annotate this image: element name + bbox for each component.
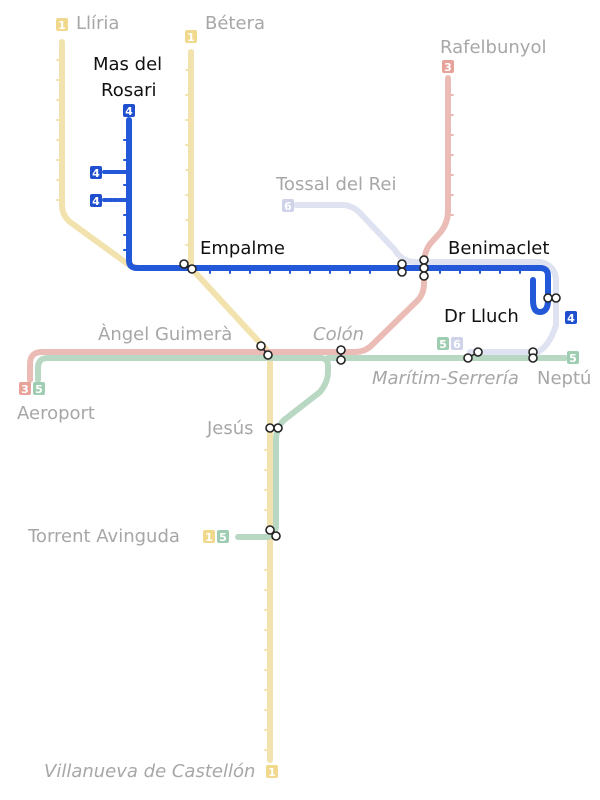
station-empalme-marker[interactable]	[179, 259, 197, 274]
svg-text:4: 4	[567, 312, 575, 325]
badge-dr-lluch: 4	[565, 311, 577, 325]
svg-text:1: 1	[58, 19, 66, 32]
badge-rafelbunyol: 3	[442, 60, 454, 74]
label-tossal-del-rei[interactable]: Tossal del Rei	[275, 174, 396, 195]
badge-lliria: 1	[56, 18, 68, 32]
badge-aeroport-3: 3	[19, 382, 31, 396]
badge-torrent-1: 1	[203, 530, 215, 544]
svg-text:1: 1	[205, 531, 213, 544]
station-tossal-junction-marker[interactable]	[397, 259, 407, 277]
badge-branch-a: 4	[90, 166, 102, 180]
badge-betera: 1	[185, 30, 197, 44]
station-markers	[179, 255, 561, 541]
station-labels: Llíria Bétera Mas del Rosari Rafelbunyol…	[17, 13, 591, 782]
station-colon-marker[interactable]	[336, 345, 346, 365]
line-badges: 1 1 4 4 4 3 6 4	[19, 18, 579, 779]
label-neptu[interactable]: Neptú	[537, 368, 591, 389]
station-angel-guimera-marker[interactable]	[256, 341, 273, 360]
label-mas-del-rosari-line1[interactable]: Mas del	[93, 54, 162, 75]
label-maritim-serreria[interactable]: Marítim-Serrería	[372, 368, 519, 389]
line-6-tossal-branch	[293, 202, 559, 355]
svg-text:4: 4	[92, 167, 100, 180]
svg-text:4: 4	[125, 105, 133, 118]
badge-neptu: 5	[567, 351, 579, 365]
line-3-route	[27, 75, 454, 383]
station-neptu-marker[interactable]	[528, 347, 538, 363]
svg-text:1: 1	[268, 766, 276, 779]
station-torrent-avinguda-marker[interactable]	[265, 525, 281, 541]
label-rafelbunyol[interactable]: Rafelbunyol	[440, 37, 546, 58]
badge-branch-b: 4	[90, 194, 102, 208]
svg-text:3: 3	[444, 61, 452, 74]
svg-text:5: 5	[35, 383, 43, 396]
svg-text:6: 6	[453, 338, 461, 351]
label-colon[interactable]: Colón	[313, 324, 364, 345]
label-torrent-avinguda[interactable]: Torrent Avinguda	[27, 526, 180, 547]
badge-maritim-5: 5	[437, 337, 449, 351]
line-5-path	[35, 355, 331, 540]
line-1-lliria-ticks	[56, 59, 63, 201]
svg-text:3: 3	[21, 383, 29, 396]
station-jesus-marker[interactable]	[265, 423, 283, 433]
badge-mas-del-rosari: 4	[123, 104, 135, 118]
badge-aeroport-5: 5	[33, 382, 45, 396]
line-4-ticks	[123, 139, 521, 274]
svg-text:5: 5	[569, 352, 577, 365]
line-4-mas-del-rosari	[126, 117, 551, 315]
line-3-path	[27, 75, 451, 383]
label-aeroport[interactable]: Aeroport	[17, 403, 95, 424]
badge-maritim-6: 6	[451, 337, 463, 351]
label-mas-del-rosari-line2[interactable]: Rosari	[101, 80, 157, 101]
line-3-ticks	[59, 94, 454, 359]
badge-villanueva: 1	[266, 765, 278, 779]
line-1-south-ticks	[264, 449, 271, 751]
label-lliria[interactable]: Llíria	[76, 13, 119, 34]
label-benimaclet[interactable]: Benimaclet	[448, 238, 549, 259]
station-dr-lluch-marker[interactable]	[543, 293, 561, 303]
svg-text:5: 5	[219, 531, 227, 544]
station-maritim-serreria-marker[interactable]	[463, 347, 483, 363]
label-villanueva[interactable]: Villanueva de Castellón	[44, 761, 255, 782]
line-1-route	[56, 39, 273, 763]
label-jesus[interactable]: Jesús	[206, 418, 254, 439]
label-angel-guimera[interactable]: Àngel Guimerà	[98, 323, 232, 345]
label-dr-lluch[interactable]: Dr Lluch	[444, 306, 519, 327]
label-empalme[interactable]: Empalme	[200, 238, 285, 259]
line-4-route	[102, 117, 551, 315]
svg-text:6: 6	[284, 200, 292, 213]
label-betera[interactable]: Bétera	[205, 13, 265, 34]
svg-text:4: 4	[92, 195, 100, 208]
station-benimaclet-marker[interactable]	[419, 255, 429, 281]
svg-text:5: 5	[439, 338, 447, 351]
svg-text:1: 1	[187, 31, 195, 44]
line-5-route	[35, 355, 568, 540]
line-1-betera-ticks	[185, 69, 192, 246]
badge-tossal-del-rei: 6	[282, 199, 294, 213]
badge-torrent-5: 5	[217, 530, 229, 544]
line-6-route	[293, 202, 559, 355]
